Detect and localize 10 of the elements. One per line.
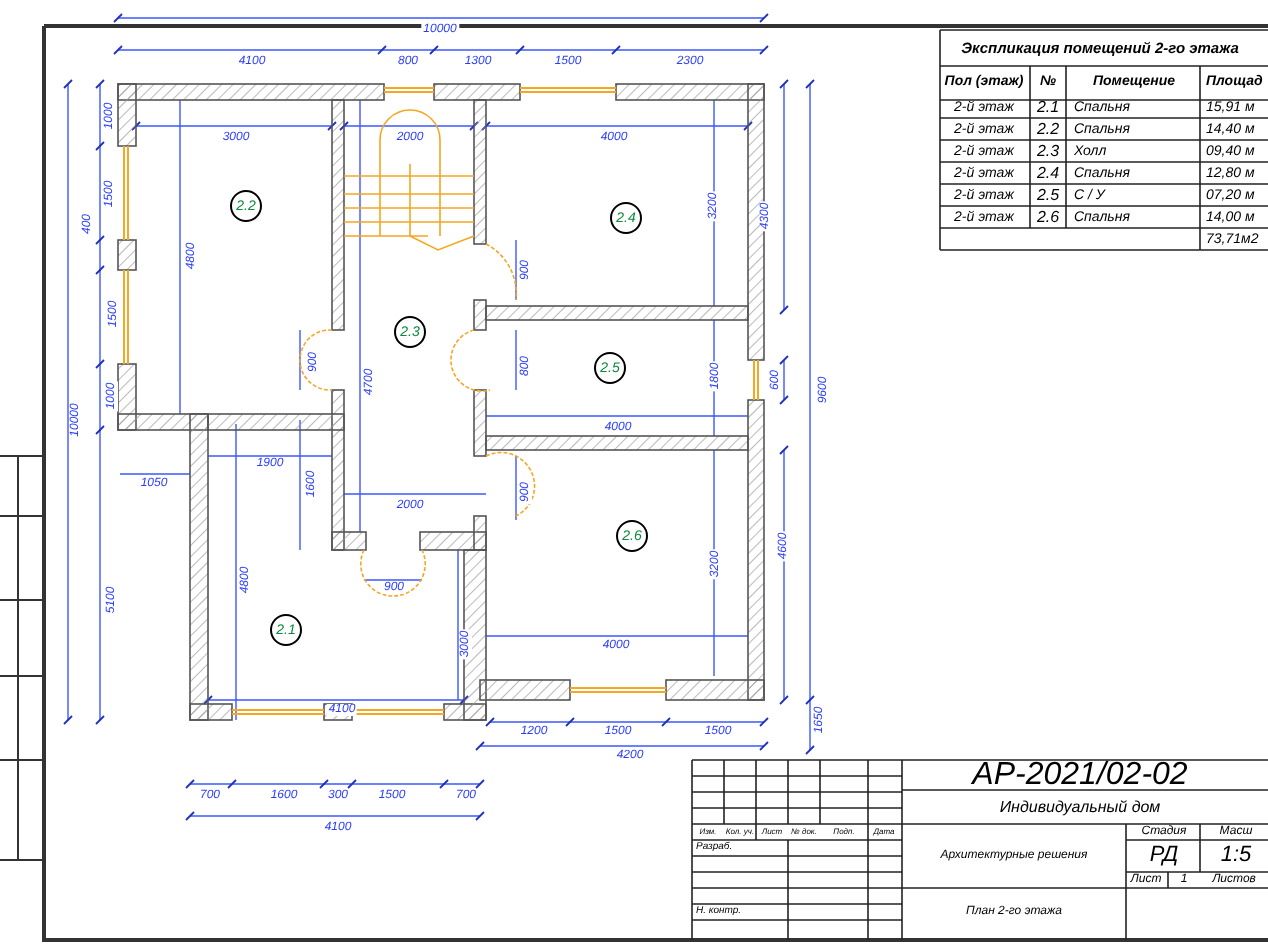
table-cell-text: 2.5 <box>1036 188 1060 204</box>
table-cell-text: 2.2 <box>1036 122 1060 138</box>
title-block-text: 1:5 <box>1220 845 1252 867</box>
title-block-text: РД <box>1149 845 1179 867</box>
table-cell-text: 2.6 <box>1036 210 1060 226</box>
drawing-code: АР-2021/02-02 <box>972 760 1188 792</box>
table-cell-text: 2.4 <box>1036 166 1060 182</box>
table-cell-text: 2.1 <box>1036 100 1060 116</box>
table-cell-text: 2.3 <box>1036 144 1060 160</box>
title-block-text: Индивидуальный дом <box>999 800 1161 816</box>
